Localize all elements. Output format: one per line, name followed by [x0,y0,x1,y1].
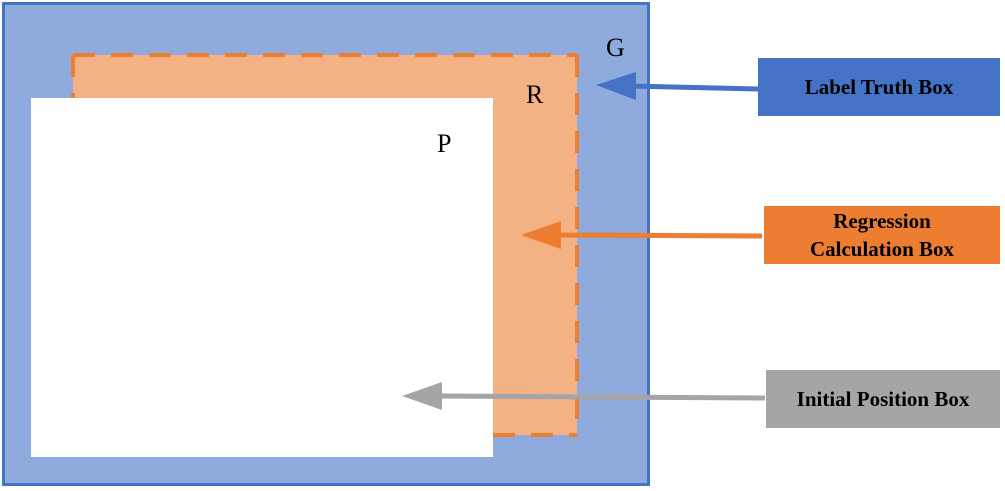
regression-label-line1: Regression [833,209,931,233]
initial-label-text: Initial Position Box [797,387,970,411]
initial-arrow-line [437,393,766,401]
regression-label-line2: Calculation Box [810,237,955,261]
label-p: P [437,129,451,158]
regression-label-box [764,206,1000,264]
label-r: R [526,80,544,109]
truth-arrow-line [629,83,759,92]
truth-label-box [758,58,1000,116]
initial-label-box [766,370,1000,428]
truth-arrow-head [596,72,636,100]
label-g: G [606,33,625,62]
regression-arrow-line [555,232,763,239]
regression-arrow-head [521,221,561,249]
truth-label-text: Label Truth Box [805,75,954,99]
initial-arrow-head [402,382,442,410]
